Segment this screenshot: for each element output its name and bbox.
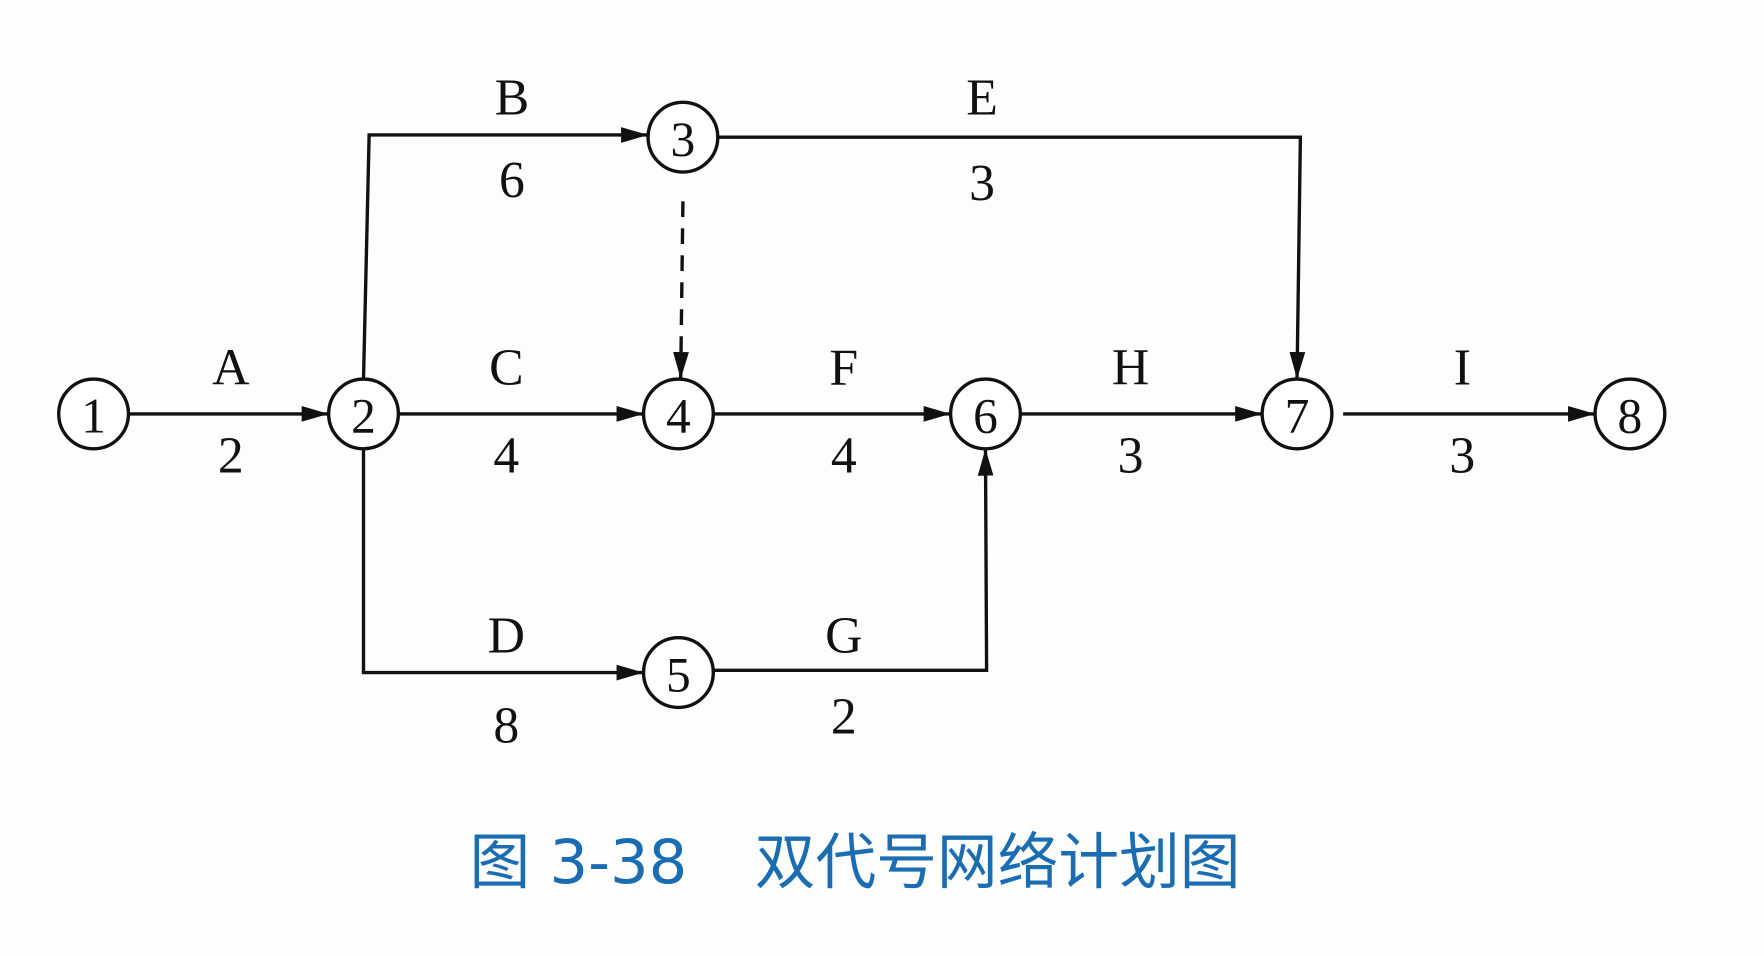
activity-duration: 3 bbox=[1449, 427, 1475, 484]
activity-name: E bbox=[966, 70, 998, 127]
figure-number: 图 3-38 bbox=[469, 828, 687, 898]
event-node-4: 4 bbox=[641, 377, 715, 451]
node-number: 1 bbox=[81, 389, 106, 444]
event-node-1: 1 bbox=[57, 377, 131, 451]
node-number: 5 bbox=[666, 647, 691, 702]
activity-arrow-G bbox=[713, 448, 994, 673]
activity-duration: 3 bbox=[969, 155, 995, 212]
node-circle bbox=[326, 377, 401, 451]
node-number: 6 bbox=[973, 389, 998, 444]
node-number: 4 bbox=[666, 389, 691, 444]
node-circle bbox=[641, 377, 715, 451]
activity-arrow-D bbox=[361, 448, 644, 681]
node-circle bbox=[57, 377, 131, 451]
node-circle bbox=[948, 377, 1023, 451]
activity-name: I bbox=[1454, 340, 1471, 397]
node-number: 8 bbox=[1618, 389, 1643, 444]
activity-name: G bbox=[825, 607, 862, 664]
activity-name: C bbox=[489, 340, 523, 397]
node-circle bbox=[646, 100, 720, 174]
node-circle bbox=[1260, 377, 1334, 451]
node-circle bbox=[1593, 377, 1667, 451]
activity-duration: 8 bbox=[493, 697, 519, 754]
event-node-3: 3 bbox=[646, 100, 720, 174]
activity-duration: 3 bbox=[1118, 427, 1144, 484]
activity-name: H bbox=[1112, 340, 1149, 397]
activity-name: B bbox=[495, 70, 529, 127]
activity-name: D bbox=[488, 607, 525, 664]
activity-name: F bbox=[829, 340, 858, 397]
activity-duration: 2 bbox=[831, 688, 857, 745]
figure-caption: 图 3-38 双代号网络计划图 bbox=[469, 828, 1240, 898]
dummy-activity-arrow bbox=[673, 201, 689, 380]
node-number: 2 bbox=[351, 389, 376, 444]
activity-duration: 6 bbox=[499, 152, 525, 209]
activity-arrow-E bbox=[717, 135, 1306, 380]
node-circle bbox=[641, 636, 715, 710]
event-node-6: 6 bbox=[948, 377, 1023, 451]
event-node-5: 5 bbox=[641, 636, 715, 710]
event-node-2: 2 bbox=[326, 377, 401, 451]
node-number: 3 bbox=[671, 112, 696, 167]
figure-title: 双代号网络计划图 bbox=[755, 828, 1241, 898]
activity-name: A bbox=[212, 340, 249, 397]
activity-duration: 2 bbox=[218, 427, 244, 484]
node-number: 7 bbox=[1285, 389, 1310, 444]
activity-duration: 4 bbox=[831, 427, 857, 484]
event-node-8: 8 bbox=[1593, 377, 1667, 451]
activity-arrow-B bbox=[361, 127, 649, 380]
event-node-7: 7 bbox=[1260, 377, 1334, 451]
activity-duration: 4 bbox=[493, 427, 519, 484]
